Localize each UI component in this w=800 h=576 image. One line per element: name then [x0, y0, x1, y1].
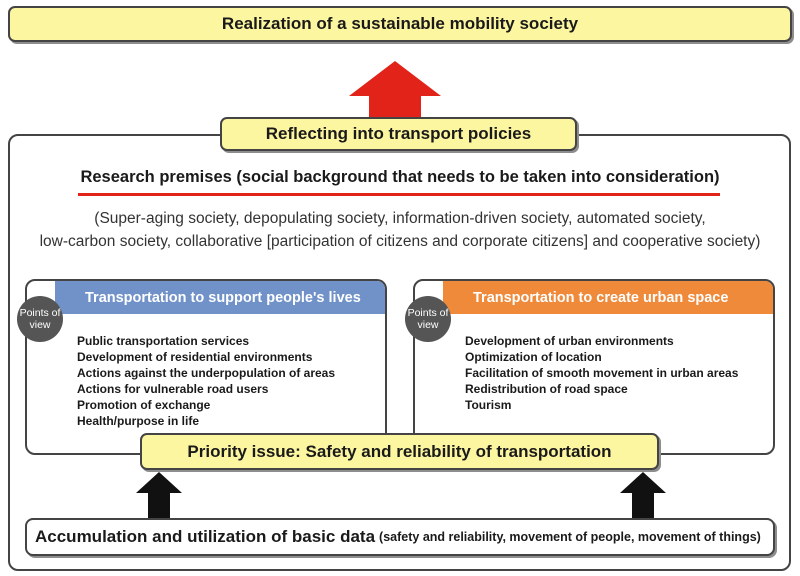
premises-text-line2: low-carbon society, collaborative [parti…: [39, 233, 761, 250]
black-up-arrow-icon-left: [136, 472, 182, 518]
list-item: Optimization of location: [465, 350, 602, 364]
panel-urban-space: Transportation to create urban space Dev…: [413, 279, 775, 455]
panel-right-header: Transportation to create urban space: [443, 281, 773, 314]
premises-underline: [78, 193, 720, 196]
priority-text: Priority issue: Safety and reliability o…: [187, 441, 612, 461]
goal-text: Realization of a sustainable mobility so…: [221, 14, 579, 33]
premises-title: Research premises (social background tha…: [80, 168, 720, 186]
premises-text-line1: (Super-aging society, depopulating socie…: [94, 210, 706, 227]
points-of-view-badge-left: Points of view: [17, 296, 63, 342]
black-up-arrow-icon-right: [620, 472, 666, 518]
panel-left-header: Transportation to support people's lives: [55, 281, 385, 314]
panel-left-list: Public transportation services Developme…: [77, 333, 335, 429]
panel-people-lives: Transportation to support people's lives…: [25, 279, 387, 455]
priority-box: Priority issue: Safety and reliability o…: [140, 433, 659, 470]
basic-data-title: Accumulation and utilization of basic da…: [35, 527, 376, 546]
list-item: Actions against the underpopulation of a…: [77, 366, 336, 380]
reflect-text: Reflecting into transport policies: [265, 124, 532, 143]
panel-right-list: Development of urban environments Optimi…: [465, 333, 738, 413]
list-item: Promotion of exchange: [77, 398, 211, 412]
red-up-arrow-icon: [349, 61, 441, 124]
reflect-box: Reflecting into transport policies: [220, 117, 577, 151]
goal-box: Realization of a sustainable mobility so…: [8, 6, 792, 42]
list-item: Facilitation of smooth movement in urban…: [465, 366, 739, 380]
list-item: Tourism: [465, 398, 512, 412]
list-item: Actions for vulnerable road users: [77, 382, 269, 396]
list-item: Health/purpose in life: [77, 414, 200, 428]
list-item: Development of residential environments: [77, 350, 313, 364]
basic-data-details: (safety and reliability, movement of peo…: [379, 530, 761, 544]
list-item: Redistribution of road space: [465, 382, 628, 396]
basic-data-box: Accumulation and utilization of basic da…: [25, 518, 775, 556]
points-of-view-badge-right: Points of view: [405, 296, 451, 342]
list-item: Development of urban environments: [465, 334, 674, 348]
list-item: Public transportation services: [77, 334, 250, 348]
